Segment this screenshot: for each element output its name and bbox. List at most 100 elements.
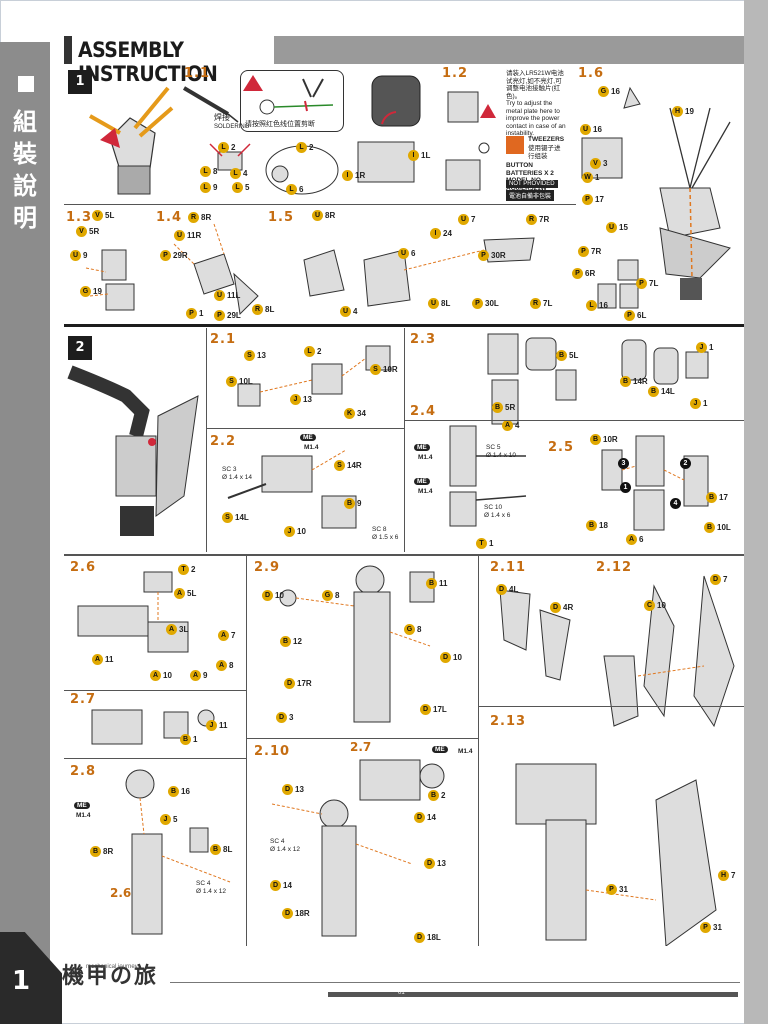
step-2-3-illustration: [482, 330, 582, 430]
arm-illustration: [66, 356, 204, 546]
header: ASSEMBLY INSTRUCTION: [64, 36, 744, 86]
step-divider: [64, 324, 744, 327]
step-2-7-label: 2.7: [70, 692, 97, 707]
battery-note-en: Try to adjust the metal plate here to im…: [506, 100, 566, 137]
step-2-12-illustration: [594, 566, 744, 736]
ref-2-7: 2.7: [350, 740, 372, 754]
led-wiring-illustration: [200, 134, 272, 196]
step-2-8-illustration: [90, 766, 240, 942]
step-2-2-illustration: [226, 440, 386, 544]
page-title: ASSEMBLY INSTRUCTION: [78, 38, 218, 86]
step-2-10-label: 2.10: [254, 744, 291, 759]
me-size: M1.4: [418, 488, 433, 495]
step-2-13-illustration: [496, 760, 736, 947]
step-1-1-label: 1.1: [184, 66, 211, 81]
step-1-3-illustration: [66, 222, 156, 318]
step-1-3-label: 1.3: [66, 210, 93, 225]
me-size: M1.4: [304, 444, 319, 451]
footer-bar: [328, 992, 738, 997]
soldering-iron-illustration: [180, 82, 240, 128]
me-badge: ME: [300, 434, 316, 441]
step-1-5-illustration: [294, 220, 574, 320]
step-2-2-label: 2.2: [210, 434, 237, 449]
side-tab-text: 組 裝 說 明: [13, 108, 37, 232]
step-1-6-detail-illustration: [578, 244, 668, 322]
soldering-cn: 焊接: [214, 113, 230, 122]
step-2-8-label: 2.8: [70, 764, 97, 779]
step-2-4-illustration: [436, 420, 536, 550]
page-number: 1: [12, 966, 31, 996]
battery-illustration: [440, 82, 504, 198]
soldering-en: SOLDERING: [214, 124, 250, 130]
me-badge: ME: [74, 802, 90, 809]
battery-note-cn: 请装入LR521W电池试亮灯,如不亮灯,可调整电池接触片(红色)。: [506, 70, 564, 100]
step-2-label: 2: [68, 336, 92, 360]
step-2-12-label: 2.12: [596, 560, 633, 575]
step-2-4-label: 2.4: [410, 404, 437, 419]
step-1-2-label: 1.2: [442, 66, 469, 81]
led-bulb-illustration: [262, 138, 342, 196]
step-2-11-illustration: [490, 580, 580, 690]
